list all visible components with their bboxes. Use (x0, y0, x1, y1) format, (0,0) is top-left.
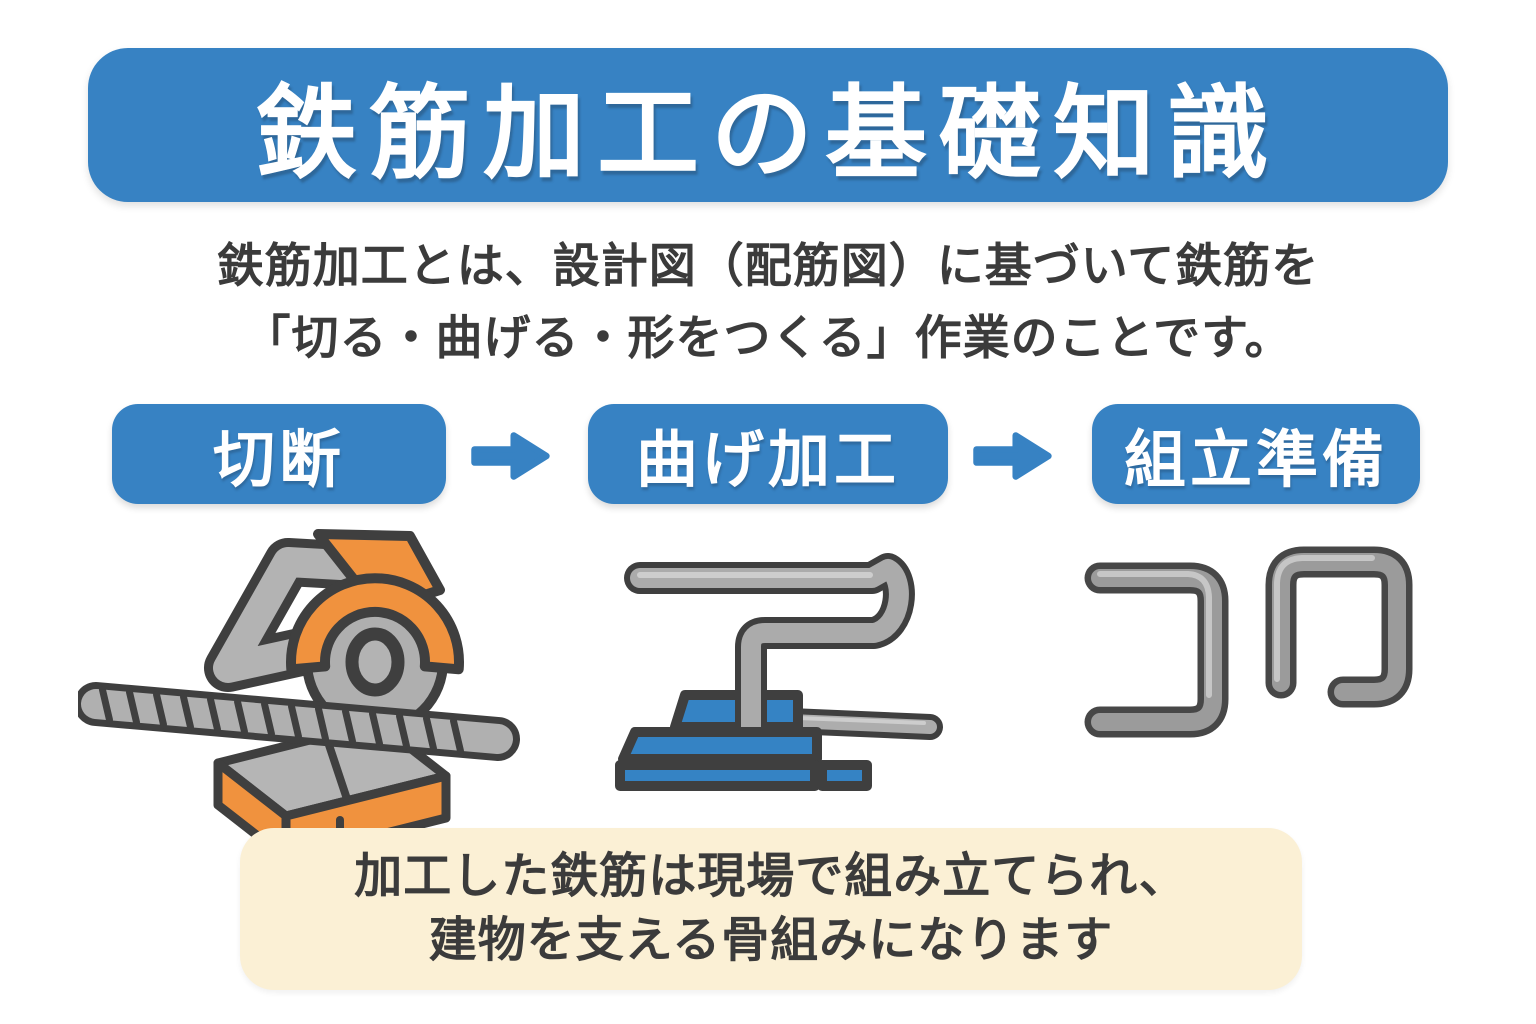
process-step-cutting: 切断 (112, 404, 446, 504)
arrow-right-icon (973, 432, 1052, 480)
title-banner: 鉄筋加工の基礎知識 (88, 48, 1448, 202)
step-label: 曲げ加工 (635, 426, 900, 495)
process-step-assembly-prep: 組立準備 (1092, 404, 1420, 504)
arrow-right-icon (471, 432, 550, 480)
step-label: 切断 (212, 426, 345, 495)
step-label: 組立準備 (1123, 426, 1388, 495)
rebar-ribs (99, 686, 464, 755)
cutoff-saw-icon (78, 529, 520, 848)
bent-rebar-icon (1084, 546, 1413, 738)
intro-text: 鉄筋加工とは、設計図（配筋図）に基づいて鉄筋を 「切る・曲げる・形をつくる」作業… (0, 230, 1536, 374)
note-line-2: 建物を支える骨組みになります (428, 914, 1114, 967)
page-title: 鉄筋加工の基礎知識 (255, 76, 1281, 191)
intro-line-1: 鉄筋加工とは、設計図（配筋図）に基づいて鉄筋を (216, 239, 1320, 292)
rebar-bender-icon (615, 553, 943, 791)
process-step-bending: 曲げ加工 (588, 404, 948, 504)
note-box: 加工した鉄筋は現場で組み立てられ、 建物を支える骨組みになります (240, 828, 1302, 990)
intro-line-2: 「切る・曲げる・形をつくる」作業のことです。 (243, 311, 1293, 364)
note-line-1: 加工した鉄筋は現場で組み立てられ、 (354, 850, 1188, 903)
